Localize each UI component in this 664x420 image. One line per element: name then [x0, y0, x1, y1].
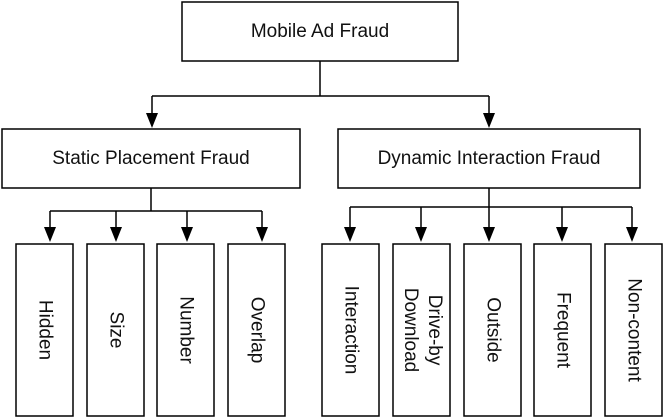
- dynamic-connectors: [344, 188, 638, 242]
- arrow-to-dynamic: [483, 113, 495, 128]
- leaf-hidden: Hidden: [15, 243, 74, 417]
- leaf-interaction: Interaction: [321, 243, 380, 417]
- leaf-number: Number: [156, 243, 215, 417]
- leaf-number-label: Number: [175, 296, 196, 364]
- static-connectors: [44, 188, 268, 242]
- leaf-interaction-label: Interaction: [340, 286, 361, 375]
- dynamic-interaction-label: Dynamic Interaction Fraud: [378, 148, 601, 169]
- root-connectors: [146, 61, 495, 128]
- root-node: Mobile Ad Fraud: [181, 1, 459, 62]
- leaf-size: Size: [86, 243, 145, 417]
- leaf-frequent: Frequent: [533, 243, 592, 417]
- leaf-drive-by-line2: Download: [400, 288, 421, 373]
- dynamic-interaction-node: Dynamic Interaction Fraud: [337, 128, 641, 189]
- leaf-drive-by-line1: Drive-by: [424, 295, 445, 366]
- leaf-hidden-label: Hidden: [34, 300, 55, 360]
- leaf-outside: Outside: [463, 243, 522, 417]
- leaf-non-content-label: Non-content: [623, 278, 644, 382]
- leaf-overlap-label: Overlap: [246, 297, 267, 364]
- static-placement-label: Static Placement Fraud: [52, 148, 249, 169]
- static-placement-node: Static Placement Fraud: [1, 128, 301, 189]
- leaf-outside-label: Outside: [482, 297, 503, 362]
- leaf-non-content: Non-content: [604, 243, 663, 417]
- leaf-frequent-label: Frequent: [552, 292, 573, 369]
- root-label: Mobile Ad Fraud: [251, 21, 389, 42]
- leaf-drive-by-download: Drive-by Download: [392, 243, 451, 417]
- arrow-to-static: [146, 113, 158, 128]
- leaf-size-label: Size: [105, 312, 126, 349]
- leaf-overlap: Overlap: [227, 243, 286, 417]
